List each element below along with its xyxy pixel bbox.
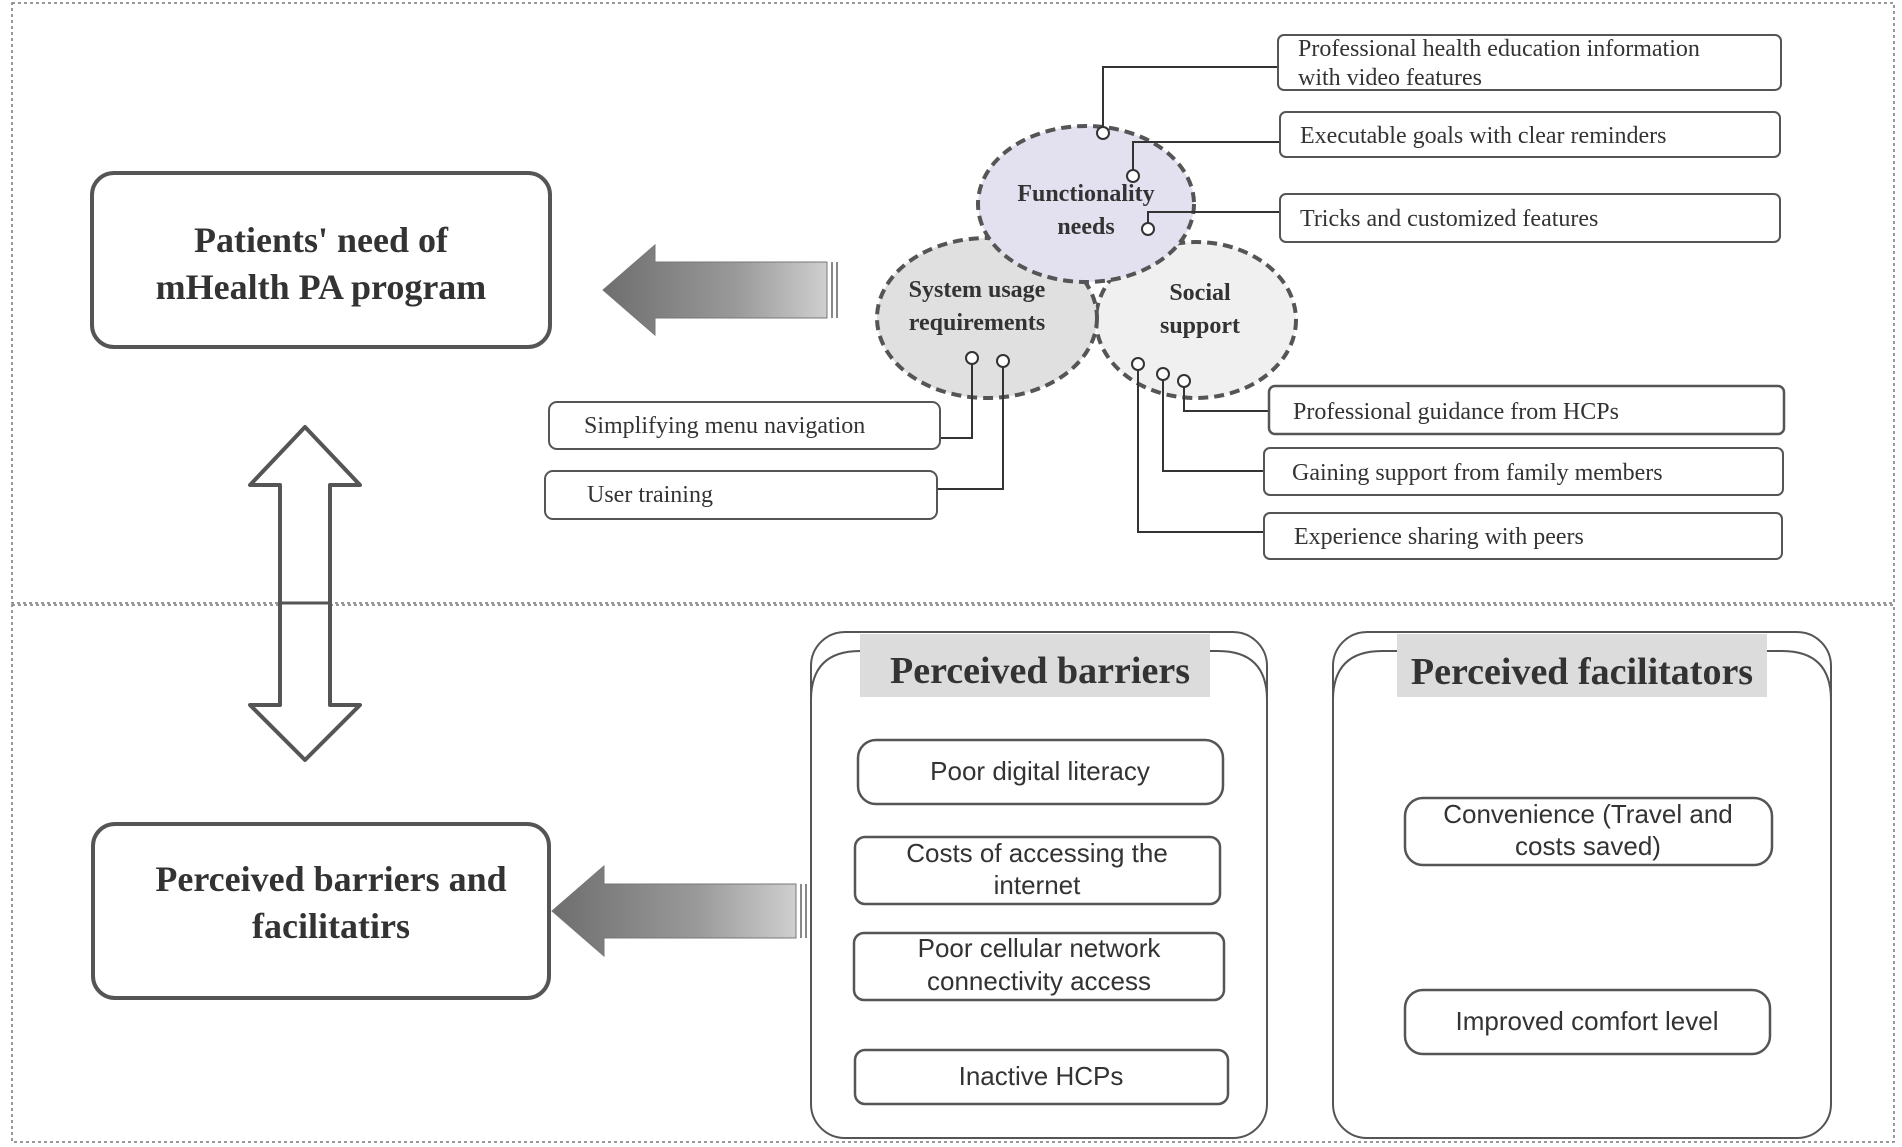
social-item-1-label: Professional guidance from HCPs [1293,399,1619,425]
functionality-item-3-line-1: Tricks and customized features [1300,206,1598,232]
circle-functionality: Functionality needs [976,124,1196,284]
needs-box-line-2: mHealth PA program [156,267,487,307]
barrier-item-2-line-1: Costs of accessing the [906,838,1168,868]
circle-functionality-line-2: needs [1057,214,1114,240]
barriers-main-box: Perceived barriers and facilitatirs [91,822,551,1000]
arrow-to-needs-icon [602,243,838,337]
facilitator-item-2-line-1: Improved comfort level [1456,1006,1719,1036]
needs-box: Patients' need of mHealth PA program [90,171,552,349]
barriers-main-box-line-1: Perceived barriers and [155,859,506,899]
system-item-1: Simplifying menu navigation [548,401,941,450]
functionality-item-2: Executable goals with clear reminders [1279,111,1781,158]
circle-social-line-2: support [1160,313,1240,339]
facilitator-item-1: Convenience (Travel and costs saved) [1403,796,1774,867]
arrow-to-barriers-icon [551,864,807,958]
functionality-item-3: Tricks and customized features [1279,193,1781,243]
social-item-2-label: Gaining support from family members [1292,460,1663,486]
social-item-3: Experience sharing with peers [1263,512,1783,560]
needs-box-line-1: Patients' need of [194,220,449,260]
barrier-item-3-line-2: connectivity access [927,966,1151,996]
functionality-item-1-line-2: with video features [1298,65,1482,91]
functionality-item-2-line-1: Executable goals with clear reminders [1300,123,1667,149]
connectors [937,66,1280,533]
barriers-panel-title: Perceived barriers [890,650,1190,692]
facilitator-item-1-line-1: Convenience (Travel and [1443,799,1733,829]
facilitators-panel: Perceived facilitators Convenience (Trav… [1332,631,1832,1139]
double-arrow-icon [248,425,362,762]
facilitators-panel-title: Perceived facilitators [1411,651,1753,693]
barriers-panel: Perceived barriers Poor digital literacy… [810,631,1268,1139]
social-item-1: Professional guidance from HCPs [1267,384,1786,436]
barrier-item-2-line-2: internet [994,870,1081,900]
barriers-main-box-line-2: facilitatirs [252,906,410,946]
top-section-frame [11,2,1895,604]
functionality-item-1-line-1: Professional health education informatio… [1298,36,1700,62]
barrier-item-4-line-1: Inactive HCPs [959,1061,1124,1091]
barrier-item-2: Costs of accessing the internet [853,835,1222,906]
bottom-section-frame [11,604,1895,1143]
facilitator-item-2: Improved comfort level [1403,988,1772,1056]
barrier-item-1-line-1: Poor digital literacy [930,756,1150,786]
circle-functionality-line-1: Functionality [1017,181,1154,207]
circle-system-line-1: System usage [909,277,1046,303]
facilitator-item-1-line-2: costs saved) [1515,831,1661,861]
functionality-item-1: Professional health education informatio… [1277,34,1782,91]
barrier-item-3-line-1: Poor cellular network [918,933,1162,963]
social-item-2: Gaining support from family members [1263,447,1784,496]
barrier-item-1: Poor digital literacy [856,738,1225,806]
system-item-2: User training [544,470,938,520]
barrier-item-4: Inactive HCPs [853,1048,1230,1106]
connector-dots [965,126,1191,388]
barrier-item-3: Poor cellular network connectivity acces… [852,931,1226,1002]
social-item-3-label: Experience sharing with peers [1294,524,1584,550]
circle-system-line-2: requirements [909,310,1045,336]
system-item-2-label: User training [587,482,713,508]
system-item-1-label: Simplifying menu navigation [584,413,865,439]
circle-social-line-1: Social [1169,280,1231,306]
